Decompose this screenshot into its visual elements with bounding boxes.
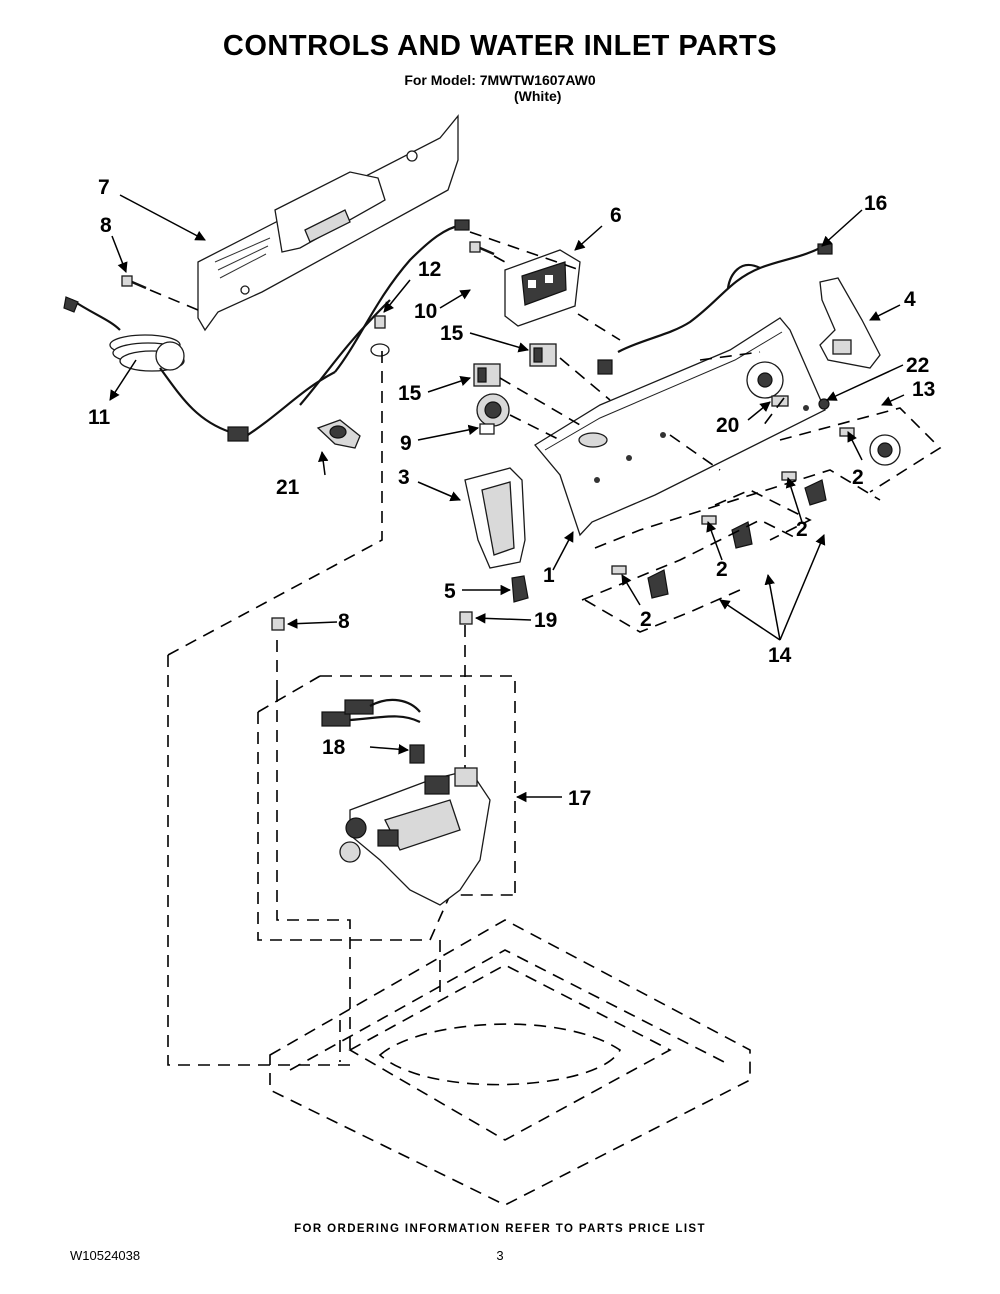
callout-21: 21 [276, 476, 300, 499]
clip [818, 398, 830, 410]
board-screw [469, 241, 495, 256]
callout-2-b: 2 [796, 518, 808, 541]
callout-19: 19 [534, 609, 557, 632]
knob-3 [701, 515, 753, 549]
callout-4: 4 [904, 288, 916, 311]
callout-18: 18 [322, 736, 346, 759]
inlet-valve-screw [459, 611, 473, 625]
callout-10: 10 [414, 300, 437, 323]
cabinet-top [167, 350, 751, 1206]
console-wire-harness [597, 243, 833, 375]
leader-lines [109, 194, 905, 803]
console [534, 317, 826, 537]
callout-9: 9 [400, 432, 412, 455]
callout-13: 13 [912, 378, 935, 401]
cord-clamp [316, 419, 361, 449]
callout-3: 3 [398, 466, 410, 489]
callout-11: 11 [88, 406, 111, 429]
switch-upper [529, 343, 557, 367]
ordering-note: FOR ORDERING INFORMATION REFER TO PARTS … [294, 1223, 706, 1235]
callout-16: 16 [864, 192, 887, 215]
callout-12: 12 [418, 258, 441, 281]
callout-2-d: 2 [640, 608, 652, 631]
callout-1: 1 [543, 564, 555, 587]
color-line: (White) [514, 88, 562, 104]
callout-6: 6 [610, 204, 622, 227]
switch-lower [473, 363, 501, 387]
callout-22: 22 [906, 354, 929, 377]
callout-15-lower: 15 [398, 382, 422, 405]
power-cord [63, 296, 336, 442]
callout-17: 17 [568, 787, 591, 810]
callout-5: 5 [444, 580, 456, 603]
knob-2 [781, 471, 827, 506]
alignment-lines [149, 231, 785, 471]
callout-14: 14 [768, 644, 792, 667]
callout-7: 7 [98, 176, 110, 199]
callout-2-c: 2 [716, 558, 728, 581]
page-number: 3 [496, 1248, 504, 1263]
model-line: For Model: 7MWTW1607AW0 [404, 72, 596, 88]
ground-screw [370, 315, 390, 357]
callout-2-a: 2 [852, 466, 864, 489]
knob-shaft [771, 395, 789, 407]
water-inlet-valve [339, 767, 491, 906]
screw-upper [121, 275, 147, 290]
callout-8-lower: 8 [338, 610, 350, 633]
callout-8-upper: 8 [100, 214, 112, 237]
inlet-wire-harness [321, 698, 425, 764]
knob-1 [839, 427, 901, 466]
console-end-cap [464, 467, 526, 569]
document-number: W10524038 [70, 1248, 141, 1263]
knob-4 [611, 565, 669, 599]
callout-20: 20 [716, 414, 739, 437]
end-cap-clip [511, 575, 529, 603]
inlet-assembly-box [257, 625, 516, 1050]
screw-lower [271, 617, 285, 631]
rear-console-panel [197, 114, 459, 332]
callout-15-upper: 15 [440, 322, 464, 345]
control-board [504, 249, 581, 327]
water-level-switch [476, 393, 510, 435]
console-bracket [819, 277, 881, 369]
knob-kit-groups [581, 407, 942, 633]
page-title: CONTROLS AND WATER INLET PARTS [222, 30, 778, 62]
callout-labels: 7 8 11 12 6 10 15 15 9 3 21 16 4 22 13 2… [88, 176, 935, 810]
